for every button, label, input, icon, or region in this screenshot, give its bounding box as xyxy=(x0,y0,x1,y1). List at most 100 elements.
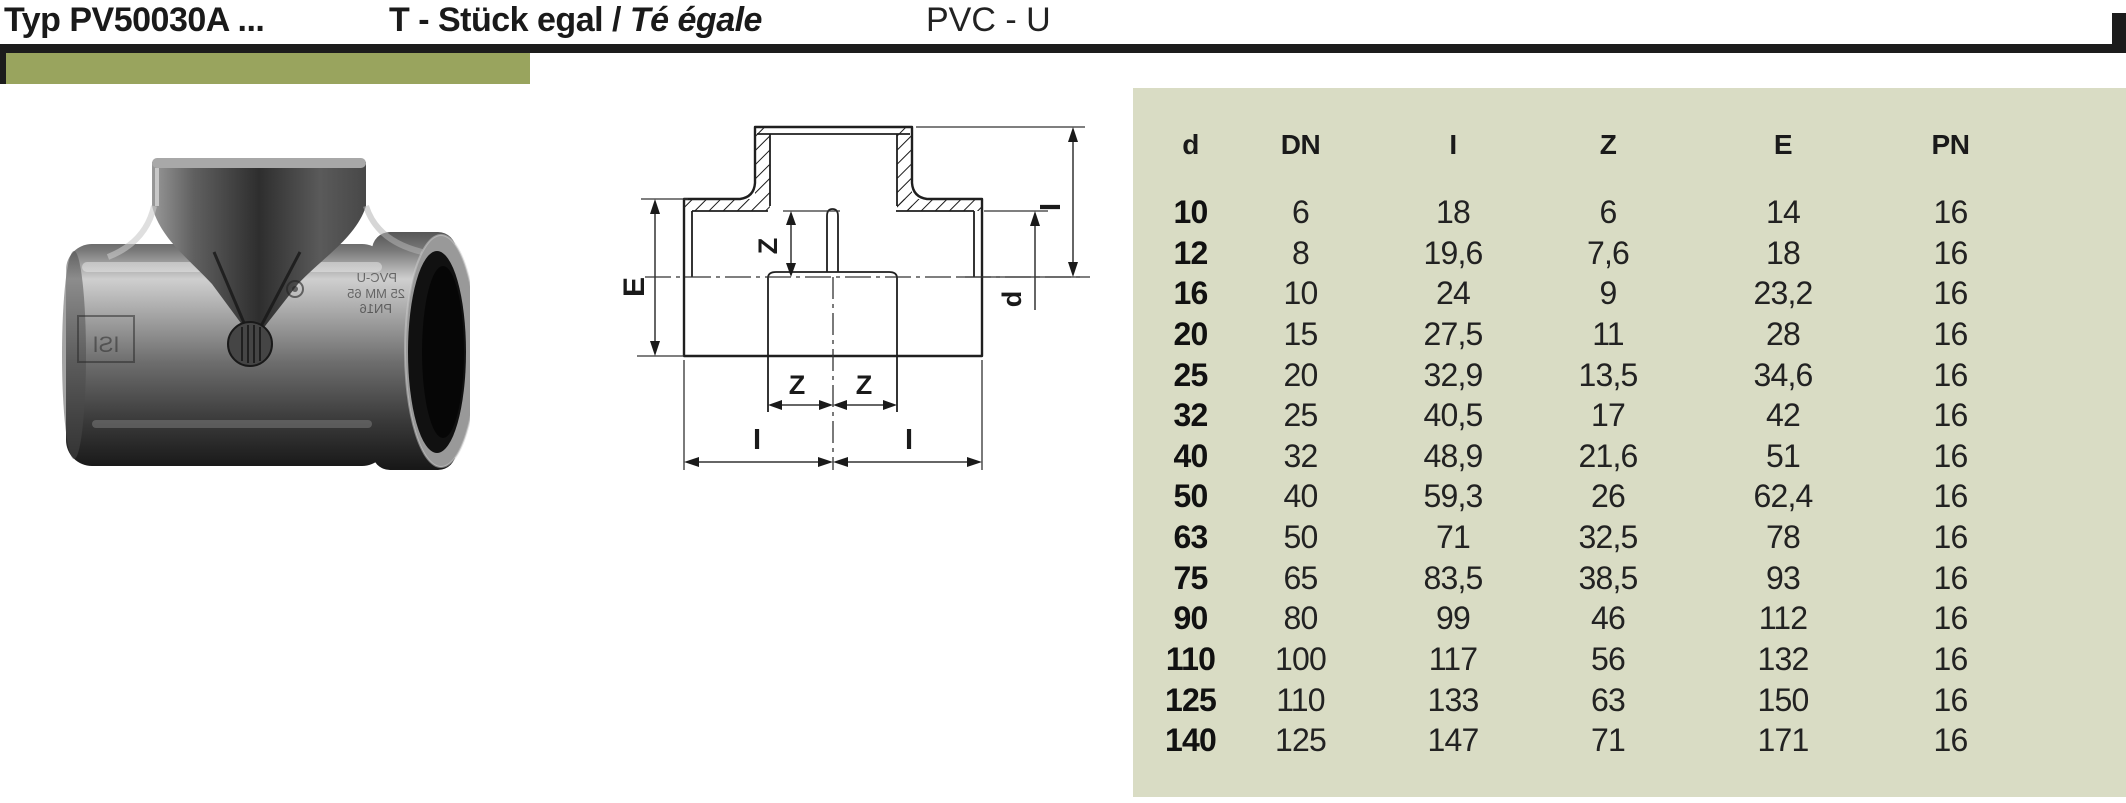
table-cell: 171 xyxy=(1757,722,1810,759)
table-cell: 6 xyxy=(1292,194,1310,230)
table-cell: 40 xyxy=(1173,437,1209,474)
label-I-bottom-left: I xyxy=(753,424,761,456)
table-cell: 12 xyxy=(1173,234,1209,271)
table-cell: 23,2 xyxy=(1753,275,1813,312)
emboss-text: ISI xyxy=(93,332,120,357)
table-cell: 16 xyxy=(1933,194,1969,230)
marking-line-3: PN16 xyxy=(359,301,392,316)
col-header-d: d xyxy=(1182,129,1199,160)
header-rule-bar xyxy=(0,44,2126,53)
product-title-german: T - Stück egal / xyxy=(389,1,630,39)
table-cell: 147 xyxy=(1427,722,1480,759)
table-cell: 110 xyxy=(1276,681,1325,718)
table-cell: 17 xyxy=(1591,397,1626,434)
table-cell: 117 xyxy=(1428,641,1478,678)
table-cell: 71 xyxy=(1591,722,1626,759)
photo-highlight-bottom xyxy=(92,420,372,428)
photo-left-shoulder xyxy=(106,205,157,260)
table-cell: 150 xyxy=(1757,681,1810,718)
table-cell: 71 xyxy=(1436,519,1471,556)
table-cell: 10 xyxy=(1283,275,1319,312)
table-cell: 16 xyxy=(1933,641,1969,678)
photo-left-end xyxy=(62,251,86,459)
table-cell: 42 xyxy=(1766,397,1801,434)
product-title-french: Té égale xyxy=(629,1,763,39)
photo-right-shoulder xyxy=(363,204,423,255)
table-cell: 51 xyxy=(1766,437,1801,474)
table-cell: 16 xyxy=(1933,559,1969,596)
table-cell: 83,5 xyxy=(1423,559,1483,596)
col-header-i: I xyxy=(1449,129,1457,160)
table-cell: 110 xyxy=(1165,641,1216,678)
col-header-pn: PN xyxy=(1931,129,1970,160)
table-cell: 16 xyxy=(1933,437,1969,474)
table-cell: 16 xyxy=(1933,681,1969,718)
table-cell: 90 xyxy=(1173,600,1209,637)
header-rule-left-leg xyxy=(0,53,6,84)
table-cell: 26 xyxy=(1591,478,1626,515)
table-row: 32 25 40,5 17 42 16 xyxy=(1133,395,1998,436)
table-cell: 132 xyxy=(1757,641,1810,678)
table-cell: 133 xyxy=(1427,681,1480,718)
table-cell: 40 xyxy=(1283,478,1319,515)
col-header-dn: DN xyxy=(1280,129,1321,160)
table-cell: 34,6 xyxy=(1753,356,1813,393)
table-cell: 21,6 xyxy=(1578,437,1638,474)
page-header: Typ PV50030A ... T - Stück egal / Té éga… xyxy=(0,1,2126,43)
table-cell: 16 xyxy=(1933,356,1969,393)
table-cell: 100 xyxy=(1275,641,1327,678)
table-cell: 32 xyxy=(1173,397,1209,434)
table-cell: 24 xyxy=(1436,275,1471,312)
table-cell: 16 xyxy=(1933,397,1969,434)
table-cell: 16 xyxy=(1933,275,1969,312)
table-cell: 62,4 xyxy=(1753,478,1813,515)
table-cell: 14 xyxy=(1766,194,1801,230)
photo-body xyxy=(66,244,388,466)
mold-mark-circle xyxy=(227,321,273,367)
table-cell: 32 xyxy=(1283,437,1319,474)
photo-branch xyxy=(152,162,366,335)
table-cell: 25 xyxy=(1283,397,1319,434)
table-header-row: d DN I Z E PN xyxy=(1133,131,1998,159)
label-I-right: I xyxy=(1035,203,1067,211)
table-cell: 16 xyxy=(1933,722,1969,759)
table-cell: 50 xyxy=(1283,519,1319,556)
table-cell: 10 xyxy=(1173,194,1209,230)
table-cell: 16 xyxy=(1173,275,1209,312)
table-cell: 63 xyxy=(1173,519,1209,556)
socket-bore-shadow xyxy=(422,266,464,438)
photo-branch-top-face xyxy=(152,158,366,168)
product-title: T - Stück egal / Té égale xyxy=(389,1,762,40)
header-rule-right-riser xyxy=(2112,13,2126,53)
section-hatching xyxy=(684,127,982,211)
table-cell: 16 xyxy=(1933,519,1969,556)
table-cell: 99 xyxy=(1436,600,1471,637)
tee-outline xyxy=(682,125,984,412)
table-cell: 40,5 xyxy=(1423,397,1483,434)
product-type-code: Typ PV50030A ... xyxy=(4,1,265,39)
table-cell: 20 xyxy=(1173,315,1209,352)
label-d: d xyxy=(997,291,1027,308)
table-cell: 18 xyxy=(1436,194,1471,230)
table-cell: 112 xyxy=(1758,600,1808,637)
label-E: E xyxy=(618,277,651,297)
technical-drawing: E Z I d Z Z I I xyxy=(618,125,1090,470)
table-cell: 80 xyxy=(1283,600,1319,637)
table-cell: 16 xyxy=(1933,315,1969,352)
socket-rim-highlight xyxy=(404,234,470,468)
product-photo: ISI PVC-U 25 MM 65 PN16 xyxy=(62,158,470,470)
table-cell: 18 xyxy=(1766,234,1801,271)
